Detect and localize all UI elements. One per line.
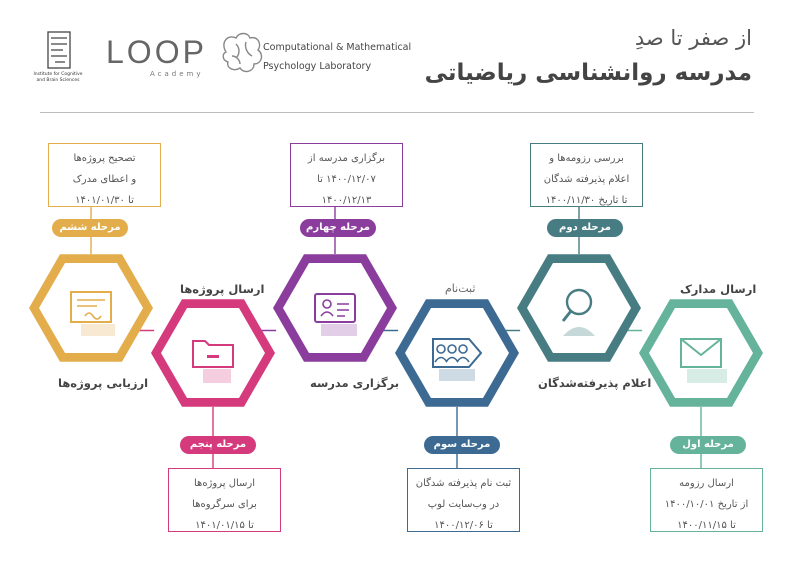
folder-icon [192, 340, 234, 383]
stage3-line1: ثبت نام پذیرفته شدگان [415, 478, 512, 489]
stage4-line2: ۱۴۰۰/۱۲/۰۷ تا [317, 174, 376, 185]
stage4-hexagon [273, 254, 397, 362]
institute-name: Institute for Cognitive and Brain Scienc… [33, 72, 83, 83]
stage1-label: ارسال مدارک [680, 282, 757, 296]
stage2-badge: مرحله دوم [547, 219, 623, 237]
stage6-badge: مرحله ششم [52, 219, 128, 237]
page-subtitle: از صفر تا صدِ [634, 26, 752, 50]
page-title: مدرسه روانشناسی ریاضیاتی [424, 60, 752, 86]
stage2-line2: اعلام پذیرفته شدگان [543, 174, 630, 185]
stage6-label: ارزیابی پروژه‌ها [58, 376, 149, 390]
stage6-hexagon [29, 254, 153, 362]
stage2-info-box: بررسی رزومه‌ها و اعلام پذیرفته شدگان تا … [530, 143, 643, 207]
stage1-info-box: ارسال رزومه از تاریخ ۱۴۰۰/۱۰/۰۱ تا ۱۴۰۰/… [650, 468, 763, 532]
stage1-hexagon [639, 299, 763, 407]
certificate-icon [70, 291, 115, 336]
stage1-line3: تا ۱۴۰۰/۱۱/۱۵ [677, 520, 736, 531]
stage2-hexagon [517, 254, 641, 362]
stage5-hexagon [151, 299, 275, 407]
loop-academy-text: Academy [150, 70, 204, 78]
lab-name-line1: Computational & Mathematical [263, 42, 412, 53]
stage3-hexagon [395, 299, 519, 407]
stage4-line1: برگزاری مدرسه از [307, 153, 386, 164]
stage3-info-box: ثبت نام پذیرفته شدگان در وب‌سایت لوپ تا … [407, 468, 520, 532]
stage5-label: ارسال پروژه‌ها [180, 282, 265, 296]
stage3-label: ثبت‌نام [445, 282, 476, 295]
envelope-icon [680, 338, 727, 383]
stage4-line3: ۱۴۰۰/۱۲/۱۳ [321, 195, 372, 206]
stage6-line1: تصحیح پروژه‌ها [73, 153, 136, 164]
stage5-line1: ارسال پروژه‌ها [194, 478, 255, 489]
stage3-badge: مرحله سوم [424, 436, 500, 454]
stage6-line2: و اعطای مدرک [72, 174, 137, 185]
header-divider [40, 112, 754, 113]
stage3-line2: در وب‌سایت لوپ [427, 499, 500, 510]
stage2-line3: تا تاریخ ۱۴۰۰/۱۱/۳۰ [545, 195, 628, 206]
stage1-badge: مرحله اول [670, 436, 746, 454]
stage5-line3: تا ۱۴۰۱/۰۱/۱۵ [195, 520, 254, 531]
stage6-info-box: تصحیح پروژه‌ها و اعطای مدرک تا ۱۴۰۱/۰۱/۳… [48, 143, 161, 207]
stage1-line1: ارسال رزومه [679, 478, 734, 489]
stage5-badge: مرحله پنجم [180, 436, 256, 454]
stage2-line1: بررسی رزومه‌ها و [549, 153, 624, 164]
lab-name-line2: Psychology Laboratory [263, 61, 372, 72]
stage6-line3: تا ۱۴۰۱/۰۱/۳۰ [75, 195, 134, 206]
stage5-line2: برای سرگروه‌ها [192, 499, 257, 510]
stage4-badge: مرحله چهارم [300, 219, 376, 237]
stage3-line3: تا ۱۴۰۰/۱۲/۰۶ [434, 520, 493, 531]
stage2-label: اعلام پذیرفته‌شدگان [538, 376, 652, 390]
group-arrow-icon [432, 338, 483, 381]
stage1-line2: از تاریخ ۱۴۰۰/۱۰/۰۱ [664, 499, 749, 510]
stage4-label: برگزاری مدرسه [310, 376, 400, 390]
loop-logo-text: LOOP [106, 34, 207, 70]
stage4-info-box: برگزاری مدرسه از ۱۴۰۰/۱۲/۰۷ تا ۱۴۰۰/۱۲/۱… [290, 143, 403, 207]
stage5-info-box: ارسال پروژه‌ها برای سرگروه‌ها تا ۱۴۰۱/۰۱… [168, 468, 281, 532]
id-card-icon [314, 293, 357, 336]
search-person-icon [561, 288, 595, 336]
